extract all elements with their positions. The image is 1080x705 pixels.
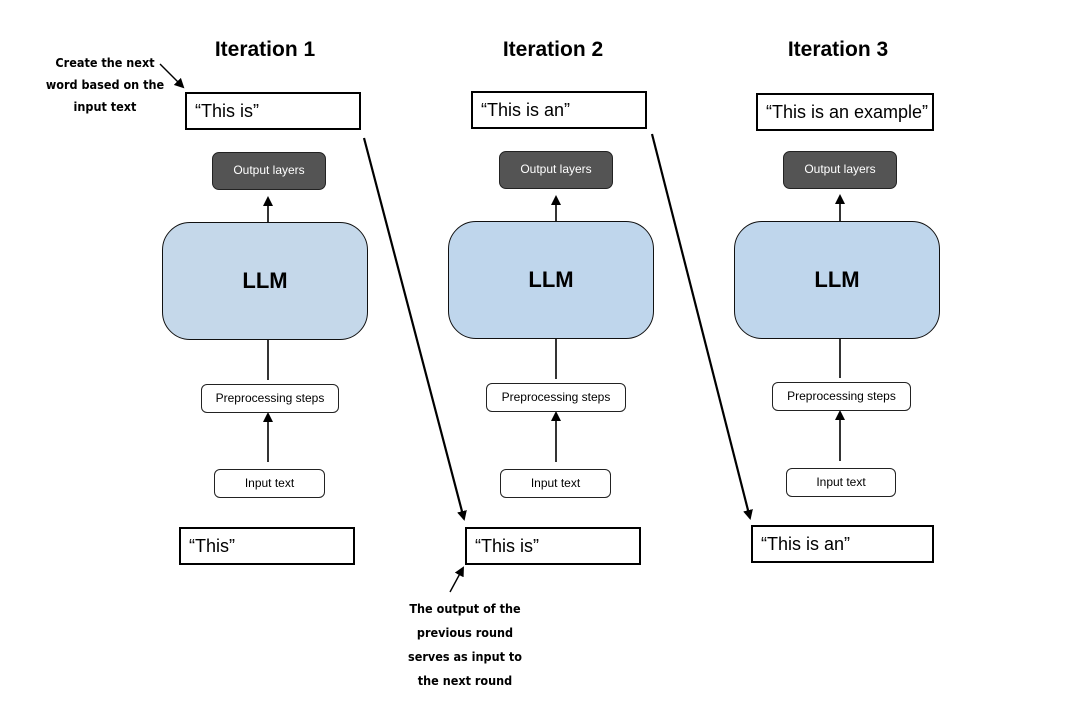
iteration-3-llm: LLM: [734, 221, 940, 339]
iteration-2-preprocessing-steps: Preprocessing steps: [486, 383, 626, 412]
arrow-carry-over-2-to-3: [650, 133, 753, 520]
note-output-previous-round-line-3: serves as input to: [408, 649, 522, 664]
note-create-next-word-line-1: Create the next: [55, 55, 155, 70]
iteration-2-output-text: “This is an”: [471, 91, 647, 129]
iteration-1-output-layers: Output layers: [212, 152, 326, 190]
iteration-3-preprocessing-steps: Preprocessing steps: [772, 382, 911, 411]
arrow-carry-over-1-to-2: [362, 137, 467, 521]
iteration-1-input-value: “This”: [179, 527, 355, 565]
iteration-2-input-text-label: Input text: [500, 469, 611, 498]
iteration-3-input-value: “This is an”: [751, 525, 934, 563]
note-output-previous-round-line-4: the next round: [417, 673, 513, 688]
iteration-3-input-text-label: Input text: [786, 468, 896, 497]
iteration-1-title: Iteration 1: [214, 38, 316, 61]
arrow-note-to-input-box: [449, 566, 464, 593]
iteration-2-output-layers: Output layers: [499, 151, 613, 189]
iteration-3-output-text: “This is an example”: [756, 93, 934, 131]
iteration-2-input-value: “This is”: [465, 527, 641, 565]
iteration-1-input-text-label: Input text: [214, 469, 325, 498]
note-output-previous-round-line-2: previous round: [416, 625, 514, 640]
iteration-2-llm: LLM: [448, 221, 654, 339]
note-create-next-word-line-3: input text: [73, 99, 137, 114]
iteration-3-title: Iteration 3: [787, 38, 889, 61]
iteration-1-output-text: “This is”: [185, 92, 361, 130]
note-create-next-word-line-2: word based on the: [45, 77, 165, 92]
iteration-3-output-layers: Output layers: [783, 151, 897, 189]
note-output-previous-round-line-1: The output of the: [409, 601, 521, 616]
iteration-2-title: Iteration 2: [502, 38, 604, 61]
iteration-1-llm: LLM: [162, 222, 368, 340]
note-output-previous-round: The output of the previous round serves …: [393, 597, 537, 693]
note-create-next-word: Create the next word based on the input …: [38, 52, 173, 118]
iteration-1-preprocessing-steps: Preprocessing steps: [201, 384, 339, 413]
